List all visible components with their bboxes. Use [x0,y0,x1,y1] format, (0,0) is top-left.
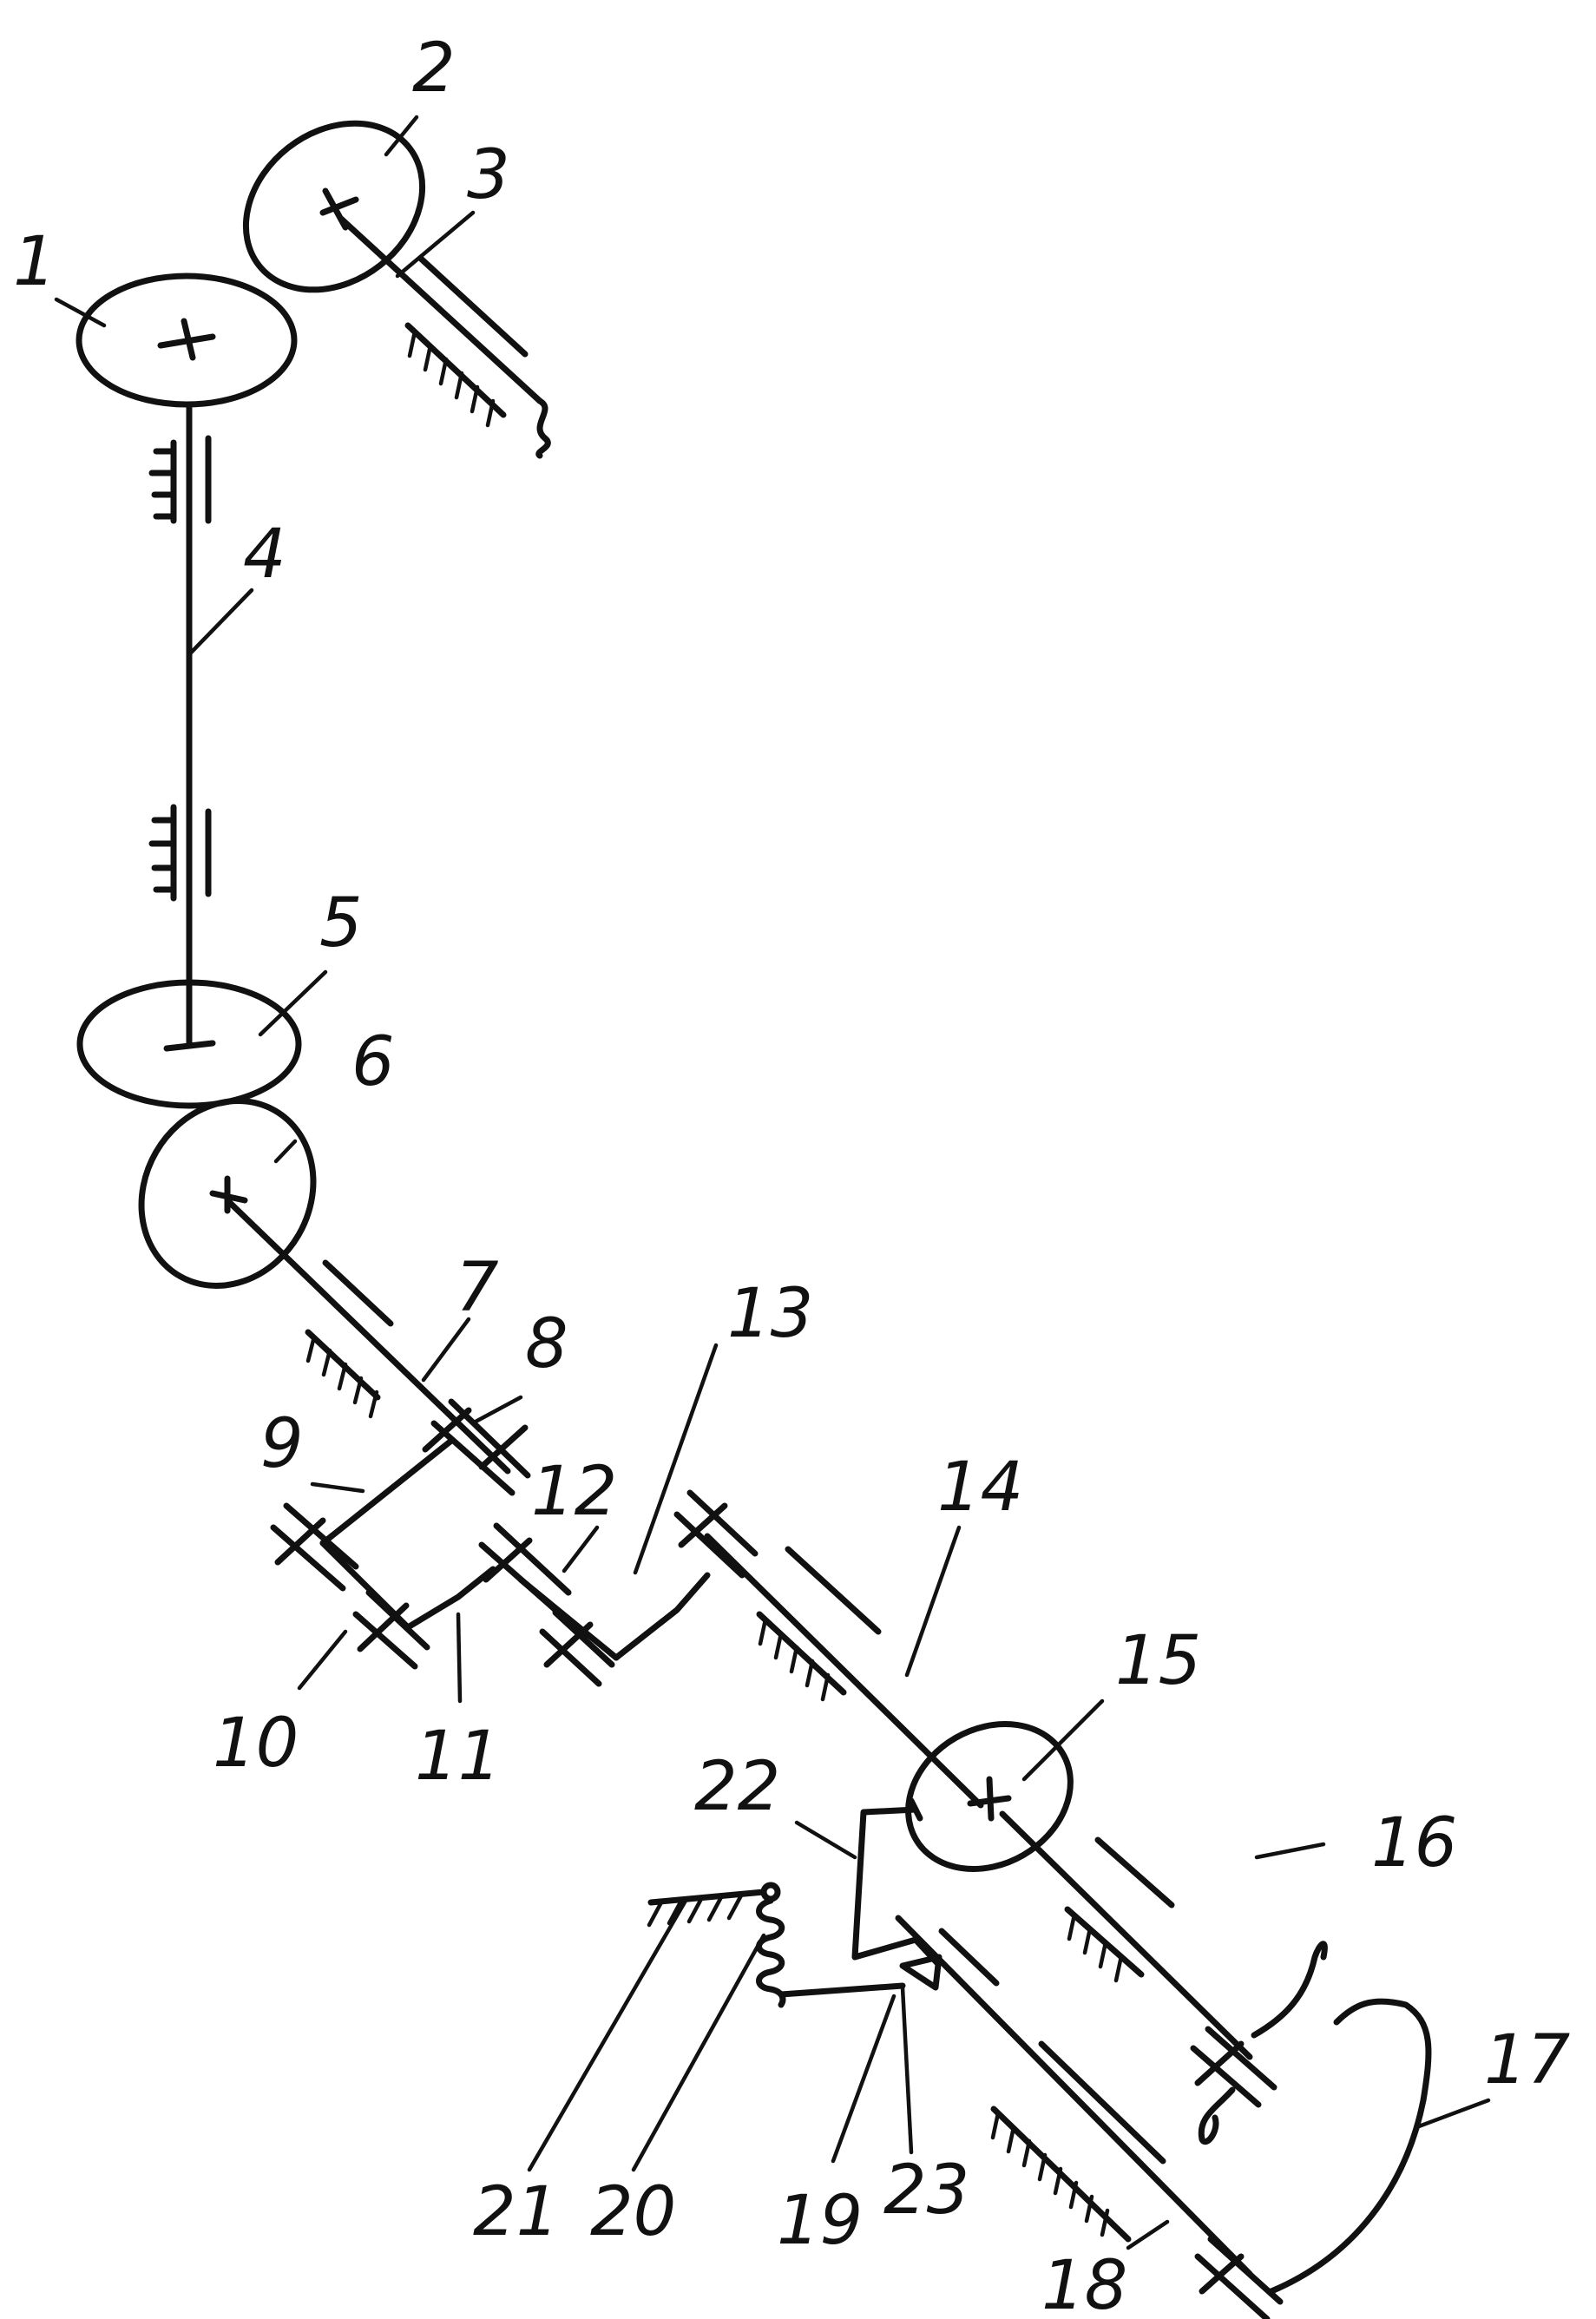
label-5: 5 [319,884,363,962]
label-8: 8 [525,1305,568,1383]
label-23: 23 [883,2151,969,2230]
coupling-12 [478,1522,620,1687]
label-19: 19 [777,2182,863,2260]
shaft-3 [338,215,551,459]
leader-lines [54,115,1491,2250]
pawl-23 [899,1954,942,1991]
coupling-8 [422,1398,531,1496]
label-11: 11 [415,1718,501,1796]
label-6: 6 [351,1023,395,1101]
shaft-14 [673,1489,984,1809]
link-9 [319,1437,455,1547]
lever-22 [851,1797,941,1967]
label-7: 7 [456,1249,499,1327]
label-9: 9 [260,1405,304,1483]
label-21: 21 [473,2173,559,2251]
spring-20 [756,1882,786,2008]
label-14: 14 [937,1449,1023,1527]
label-18: 18 [1041,2247,1127,2319]
label-15: 15 [1115,1622,1201,1700]
support-21 [647,1889,767,1928]
label-17: 17 [1484,2021,1570,2099]
gear-5 [76,979,302,1109]
label-16: 16 [1371,1804,1457,1882]
shaft-7 [224,1197,511,1475]
gear-6 [138,1098,317,1289]
label-20: 20 [590,2173,676,2251]
link-19 [778,1982,906,1998]
label-2: 2 [412,30,456,108]
label-22: 22 [694,1748,780,1826]
label-4: 4 [243,516,286,594]
label-13: 13 [727,1275,813,1353]
label-1: 1 [13,223,56,301]
shaft-16 [999,1810,1328,2145]
gear-1 [76,273,298,408]
link-11 [404,1566,496,1631]
label-3: 3 [467,136,510,214]
cam-17 [1268,1998,1432,2295]
shaft-4 [148,401,212,1047]
link-13 [613,1343,719,1661]
label-10: 10 [213,1705,299,1783]
label-12: 12 [531,1453,617,1531]
coupling-10 [270,1502,430,1670]
shaft-18 [895,1915,1284,2319]
gear-15 [905,1721,1074,1872]
labels: 1 2 3 4 5 6 7 8 9 10 11 12 13 14 15 16 1… [13,30,1570,2319]
